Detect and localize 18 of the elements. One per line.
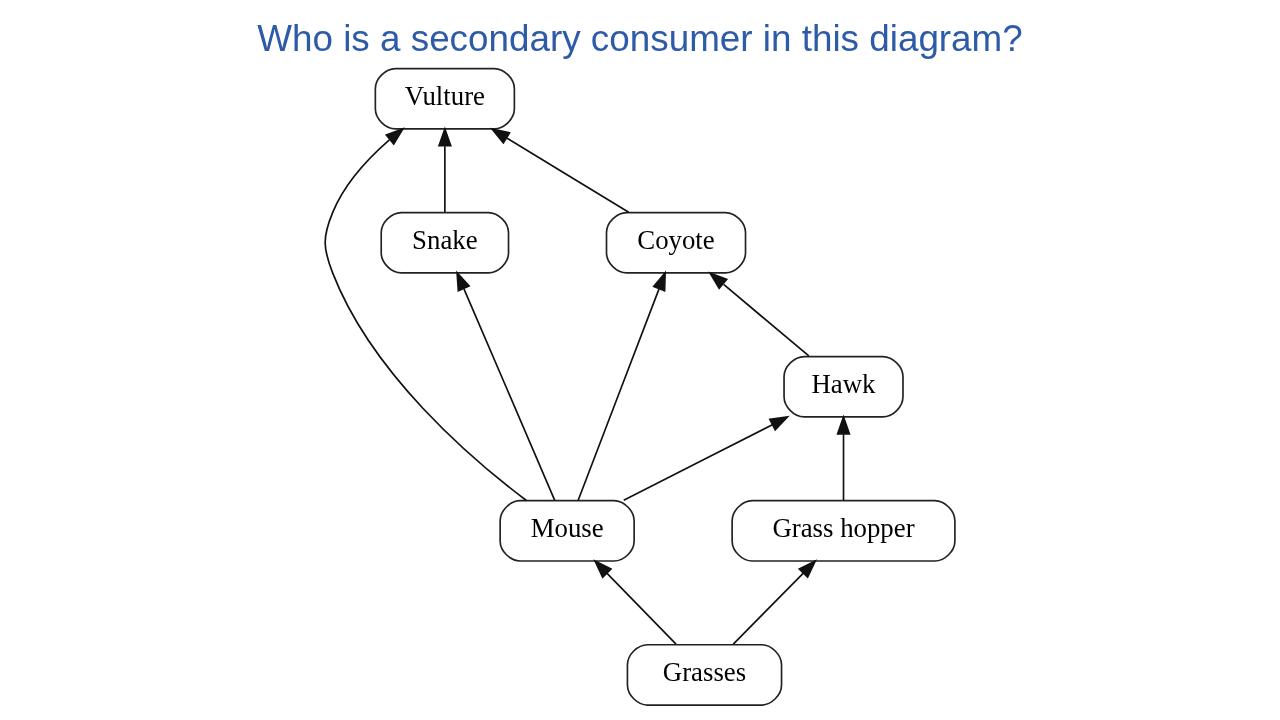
arrow [437, 126, 452, 213]
arrow [593, 559, 677, 645]
node-box: Snake [380, 211, 510, 274]
node-box: Coyote [605, 211, 747, 274]
arrow [489, 127, 630, 214]
arrow [622, 415, 790, 502]
node-box: Grass hopper [731, 499, 956, 562]
arrow [324, 127, 528, 502]
arrow [577, 270, 666, 502]
node-box: Vulture [374, 67, 516, 130]
node-box: Grasses [626, 643, 783, 706]
arrow [708, 271, 810, 357]
diagram-title: Who is a secondary consumer in this diagram? [257, 18, 1023, 60]
node-box: Mouse [499, 499, 635, 562]
arrow [836, 414, 851, 501]
arrow [732, 559, 817, 645]
node-box: Hawk [783, 355, 904, 418]
arrow [456, 270, 556, 502]
